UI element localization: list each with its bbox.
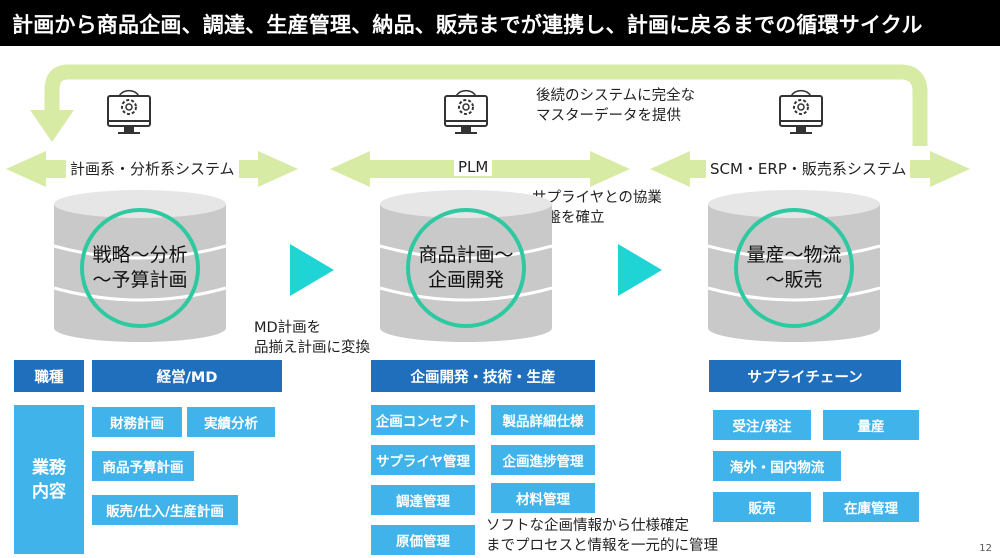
cylinder-label-production: 量産〜物流〜販売 xyxy=(746,244,842,291)
flow-arrow-2 xyxy=(618,244,662,296)
note-md: MD計画を品揃え計画に変換 xyxy=(254,320,370,356)
return-loop-arrowhead xyxy=(30,110,74,142)
system-label-plm: PLM xyxy=(454,158,493,176)
task-logistics: 海外・国内物流 xyxy=(713,451,841,481)
task-spec: 製品詳細仕様 xyxy=(491,405,595,435)
cylinder-label-product: 商品計画〜企画開発 xyxy=(418,244,514,291)
task-sales: 販売 xyxy=(713,492,811,522)
task-results-analysis: 実績分析 xyxy=(187,407,275,437)
page-number: 12 xyxy=(979,543,992,554)
cylinder-label-strategy: 戦略〜分析〜予算計画 xyxy=(92,244,188,291)
page-title: 計画から商品企画、調達、生産管理、納品、販売までが連携し、計画に戻るまでの循環サ… xyxy=(12,13,923,37)
title-bar: 計画から商品企画、調達、生産管理、納品、販売までが連携し、計画に戻るまでの循環サ… xyxy=(0,0,1000,46)
header-md: 経営/MD xyxy=(92,360,282,392)
database-cylinder-2 xyxy=(379,190,553,342)
task-cost-mgmt: 原価管理 xyxy=(371,525,475,555)
task-procurement: 調達管理 xyxy=(371,485,475,515)
database-cylinder-3 xyxy=(707,190,881,342)
return-loop-arrow xyxy=(44,64,928,146)
monitor-gear-icon xyxy=(444,89,488,134)
system-label-planning: 計画系・分析系システム xyxy=(66,158,239,179)
task-financial-plan: 財務計画 xyxy=(92,407,182,437)
row-label-tasks: 業務内容 xyxy=(14,405,84,554)
flow-arrow-1 xyxy=(290,244,334,296)
row-label-job-type: 職種 xyxy=(14,360,84,392)
system-label-scm: SCM・ERP・販売系システム xyxy=(706,158,911,179)
task-sales-plan: 販売/仕入/生産計画 xyxy=(92,495,238,525)
header-scm: サプライチェーン xyxy=(709,360,901,392)
task-orders: 受注/発注 xyxy=(713,410,811,440)
task-budget-plan: 商品予算計画 xyxy=(92,451,194,481)
monitor-gear-icon xyxy=(107,89,151,134)
note-soft: ソフトな企画情報から仕様確定までプロセスと情報を一元的に管理 xyxy=(486,518,718,554)
header-plm: 企画開発・技術・生産 xyxy=(371,360,595,392)
database-cylinder-1 xyxy=(53,190,227,342)
task-supplier-mgmt: サプライヤ管理 xyxy=(371,445,475,475)
task-concept: 企画コンセプト xyxy=(371,405,475,435)
task-inventory: 在庫管理 xyxy=(823,492,919,522)
task-mass-production: 量産 xyxy=(823,410,919,440)
monitor-gear-icon xyxy=(779,89,823,134)
note-master-data: 後続のシステムに完全なマスターデータを提供 xyxy=(536,88,696,124)
task-progress-mgmt: 企画進捗管理 xyxy=(491,445,595,475)
task-materials: 材料管理 xyxy=(491,483,595,513)
